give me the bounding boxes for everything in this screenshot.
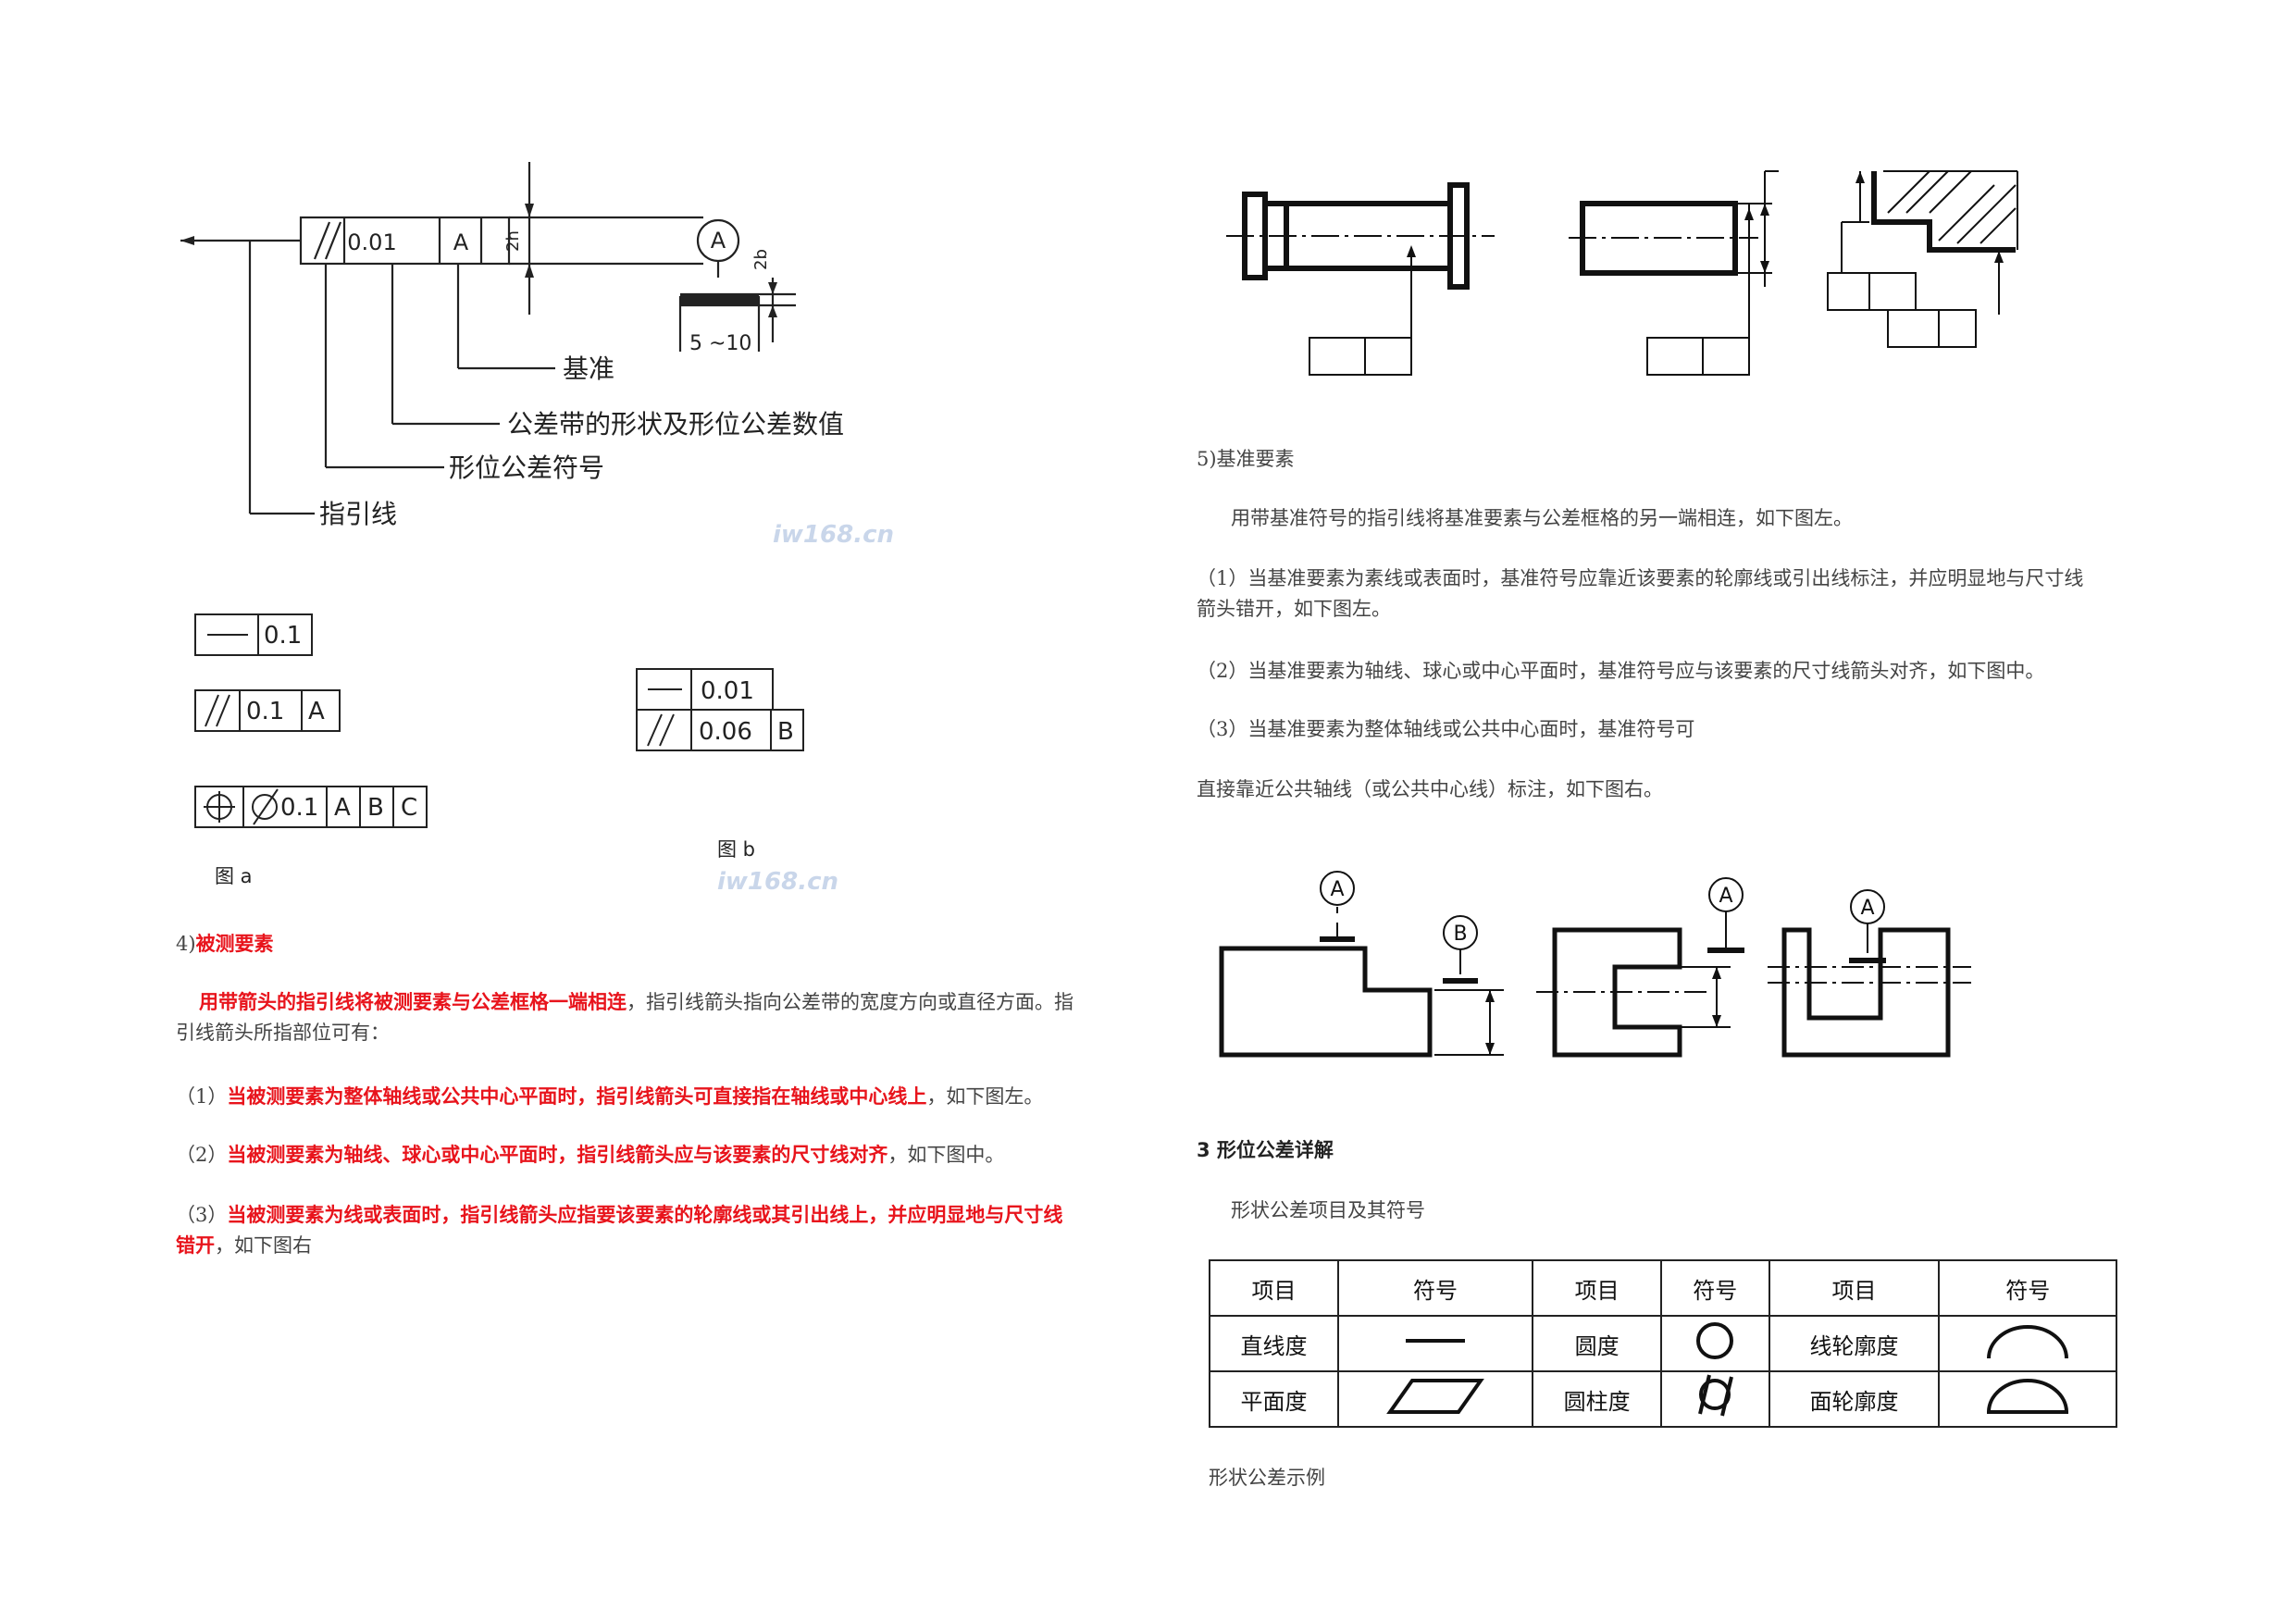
section4-p2-highlight: 当被测要素为整体轴线或公共中心平面时，指引线箭头可直接指在轴线或中心线上	[227, 1084, 927, 1108]
section4-p3-highlight: 当被测要素为轴线、球心或中心平面时，指引线箭头应与该要素的尺寸线对齐	[227, 1143, 888, 1166]
section4-p3-number: （2）	[176, 1144, 228, 1166]
fig-a-f3-d3: C	[401, 794, 417, 822]
surface-profile-icon	[1987, 1379, 2069, 1414]
fig-a-f2-value: 0.1	[246, 698, 284, 725]
fig-a-f3-value: 0.1	[280, 794, 318, 822]
label-symbol: 形位公差符号	[449, 452, 604, 483]
fig-a-caption: 图 a	[215, 865, 253, 887]
fig-a-f3-d1: A	[334, 794, 351, 822]
label-tolerance-zone: 公差带的形状及形位公差数值	[507, 409, 844, 440]
dim-2h: 2h	[503, 230, 523, 252]
fig-b-f1-value: 0.01	[701, 677, 754, 705]
line-profile-symbol-cell	[1938, 1315, 2117, 1372]
table-cell-item: 线轮廓度	[1768, 1315, 1941, 1372]
fig-a-f3-d2: B	[367, 794, 384, 822]
line-profile-icon	[1987, 1325, 2069, 1359]
table-header-cell: 符号	[1660, 1259, 1770, 1317]
roundness-symbol-cell	[1660, 1315, 1770, 1372]
section4-p4-line2: 错开，如下图右	[176, 1232, 312, 1259]
section4-p4-highlight2: 错开	[176, 1233, 215, 1257]
straightness-symbol-cell	[1336, 1315, 1534, 1372]
circle-datum-letter: A	[711, 228, 726, 254]
section5-p1: 用带基准符号的指引线将基准要素与公差框格的另一端相连，如下图左。	[1231, 507, 1853, 529]
section4-p1: 用带箭头的指引线将被测要素与公差框格一端相连，指引线箭头指向公差带的宽度方向或直…	[199, 988, 1074, 1016]
form-tolerance-table: 项目 符号 项目 符号 项目 符号 直线度 圆度 线轮廓度 平面度 圆柱度 面轮…	[1209, 1259, 2117, 1428]
datum-a-right: A	[1860, 897, 1874, 920]
section4-p4-number: （3）	[176, 1204, 228, 1226]
section4-p2: （1）当被测要素为整体轴线或公共中心平面时，指引线箭头可直接指在轴线或中心线上，…	[176, 1083, 1043, 1110]
table-row: 平面度 圆柱度 面轮廓度	[1209, 1370, 2117, 1428]
section5-p2-line1: （1）当基准要素为素线或表面时，基准符号应靠近该要素的轮廓线或引出线标注，并应明…	[1197, 567, 2084, 589]
cylindricity-icon	[1698, 1374, 1734, 1417]
table-cell-item: 圆柱度	[1532, 1370, 1663, 1428]
section5-p3: （2）当基准要素为轴线、球心或中心平面时，基准符号应与该要素的尺寸线箭头对齐，如…	[1197, 660, 2045, 682]
table-header-cell: 项目	[1768, 1259, 1941, 1317]
table-header-cell: 符号	[1336, 1259, 1534, 1317]
section4-p1-highlight: 用带箭头的指引线将被测要素与公差框格一端相连	[199, 990, 627, 1013]
surface-profile-symbol-cell	[1938, 1370, 2117, 1428]
table-cell-item: 面轮廓度	[1768, 1370, 1941, 1428]
section5-heading: 5)基准要素	[1197, 448, 1295, 470]
section4-p1-line2: 引线箭头所指部位可有：	[176, 1022, 390, 1044]
table-cell-item: 圆度	[1532, 1315, 1663, 1372]
flatness-icon	[1386, 1379, 1484, 1414]
flatness-symbol-cell	[1336, 1370, 1534, 1428]
figure-a: 0.1 0.1 A 0.1 A B C	[194, 613, 428, 828]
section4-p1-rest: ，指引线箭头指向公差带的宽度方向或直径方面。指	[627, 991, 1074, 1013]
section4-p4: （3）当被测要素为线或表面时，指引线箭头应指要该要素的轮廓线或其引出线上，并应明…	[176, 1201, 1062, 1229]
section3-heading: 3 形位公差详解	[1197, 1139, 1334, 1161]
label-leader: 指引线	[319, 499, 397, 529]
table-cell-item: 直线度	[1209, 1315, 1339, 1372]
roundness-icon	[1696, 1322, 1734, 1359]
fig-b-f2-value: 0.06	[699, 718, 752, 746]
section4-heading: 4)被测要素	[176, 930, 274, 958]
section4-p3-rest: ，如下图中。	[887, 1144, 1005, 1166]
section4-p2-rest: ，如下图左。	[926, 1085, 1044, 1108]
table-cell-item: 平面度	[1209, 1370, 1339, 1428]
figure-b: 0.01 0.06 B	[636, 668, 804, 751]
section4-p3: （2）当被测要素为轴线、球心或中心平面时，指引线箭头应与该要素的尺寸线对齐，如下…	[176, 1141, 1004, 1169]
frame-value: 0.01	[347, 229, 396, 255]
section5-p2-line2: 箭头错开，如下图左。	[1197, 598, 1391, 620]
section3-footer: 形状公差示例	[1209, 1467, 1325, 1489]
tolerance-frame-anatomy-figure: 0.01 A A 2h 2b 5 ~10 基准 公差带的形状及形位公差数值 形位…	[180, 162, 844, 529]
datum-element-figures: A B A A	[1219, 871, 1971, 1058]
watermark: iw168.cn	[717, 868, 839, 896]
section5-p5: 直接靠近公共轴线（或公共中心线）标注，如下图右。	[1197, 778, 1663, 800]
section5-p4: （3）当基准要素为整体轴线或公共中心面时，基准符号可	[1197, 718, 1695, 740]
datum-a-left: A	[1330, 878, 1344, 901]
fig-a-f2-datum: A	[308, 698, 325, 725]
section4-p4-highlight: 当被测要素为线或表面时，指引线箭头应指要该要素的轮廓线或其引出线上，并应明显地与…	[227, 1203, 1063, 1226]
table-header-cell: 项目	[1209, 1259, 1339, 1317]
watermark: iw168.cn	[773, 521, 895, 549]
section4-number: 4)	[176, 933, 196, 955]
table-row: 直线度 圆度 线轮廓度	[1209, 1315, 2117, 1372]
straightness-icon	[1406, 1339, 1466, 1343]
section4-p4-rest: ，如下图右	[215, 1234, 312, 1257]
label-datum: 基准	[563, 353, 614, 384]
section4-p2-number: （1）	[176, 1085, 228, 1108]
cylindricity-symbol-cell	[1660, 1370, 1770, 1428]
table-header-row: 项目 符号 项目 符号 项目 符号	[1209, 1259, 2117, 1317]
table-header-cell: 符号	[1938, 1259, 2117, 1317]
fig-a-f1-value: 0.1	[264, 622, 302, 650]
datum-b: B	[1453, 923, 1467, 946]
frame-datum: A	[453, 229, 469, 255]
fig-b-f2-datum: B	[777, 718, 794, 746]
dim-2b: 2b	[751, 249, 771, 270]
measured-element-figures	[1226, 170, 2018, 376]
table-header-cell: 项目	[1532, 1259, 1663, 1317]
dim-range: 5 ~10	[689, 332, 751, 355]
fig-b-caption: 图 b	[717, 838, 756, 861]
section4-title: 被测要素	[195, 932, 274, 955]
datum-a-middle: A	[1719, 885, 1732, 908]
section3-intro: 形状公差项目及其符号	[1231, 1199, 1425, 1221]
